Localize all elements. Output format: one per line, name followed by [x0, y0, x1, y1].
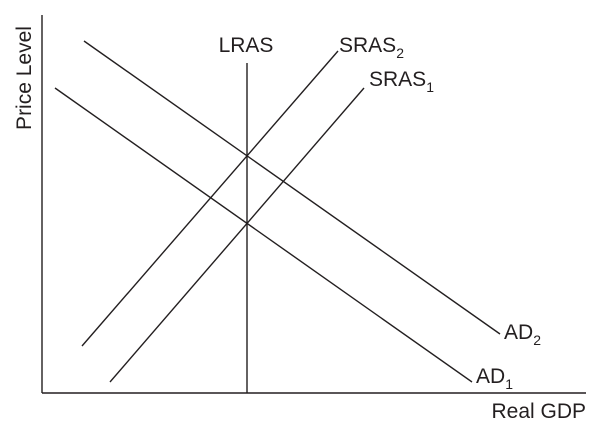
ad2-label-subscript: 2 — [533, 332, 541, 348]
ad1-label-main: AD — [476, 365, 505, 388]
ad1-label-subscript: 1 — [505, 376, 513, 392]
sras1-label-subscript: 1 — [426, 79, 434, 95]
sras2-line — [81, 50, 339, 347]
sras2-label-subscript: 2 — [396, 45, 404, 61]
ad1-line — [54, 87, 473, 383]
x-axis-label: Real GDP — [491, 400, 586, 423]
lras-label: LRAS — [219, 34, 274, 57]
sras2-label: SRAS2 — [339, 34, 404, 61]
ad1-label: AD1 — [476, 365, 513, 392]
sras1-label-main: SRAS — [369, 68, 426, 91]
sras1-line — [109, 87, 365, 383]
ad2-label: AD2 — [504, 321, 541, 348]
sras1-label: SRAS1 — [369, 68, 434, 95]
ad2-label-main: AD — [504, 321, 533, 344]
sras2-label-main: SRAS — [339, 34, 396, 57]
ad2-line — [83, 40, 501, 335]
y-axis-label: Price Level — [13, 26, 36, 130]
